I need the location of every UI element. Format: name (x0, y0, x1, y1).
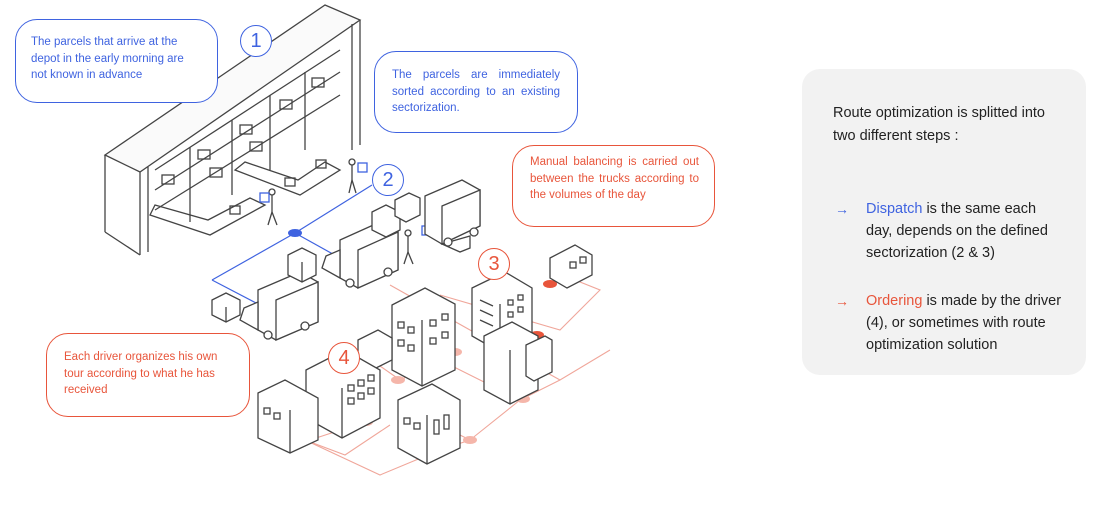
summary-panel: Route optimization is splitted into two … (802, 69, 1086, 375)
bullet-body: is the same each day, depends on the def… (866, 201, 1048, 261)
right-arrow-icon: → (835, 293, 849, 309)
step-3-badge: 3 (478, 248, 510, 280)
step-2-badge: 2 (372, 164, 404, 196)
bullet-ordering: → Ordering is made by the driver (4), or… (833, 290, 1062, 356)
right-arrow-icon: → (835, 201, 849, 217)
keyword-dispatch: Dispatch (866, 201, 923, 217)
depot-warehouse-icon (103, 4, 362, 256)
callout-parcel-sorting: The parcels are immediately sorted accor… (374, 51, 578, 133)
hub-dot (288, 229, 302, 237)
callout-driver-tour: Each driver organizes his own tour accor… (46, 333, 250, 417)
panel-title: Route optimization is splitted into two … (833, 105, 1045, 144)
callout-parcel-arrival: The parcels that arrive at the depot in … (15, 19, 218, 103)
callout-manual-balancing: Manual balancing is carried out between … (512, 145, 715, 227)
building-icon (257, 244, 593, 465)
keyword-ordering: Ordering (866, 293, 923, 309)
bullet-text: Ordering is made by the driver (4), or s… (866, 290, 1062, 356)
parcel-stack-icon (211, 192, 421, 323)
truck-icon (239, 179, 481, 341)
bullet-dispatch: → Dispatch is the same each day, depends… (833, 198, 1062, 264)
step-4-badge: 4 (328, 342, 360, 374)
bullet-text: Dispatch is the same each day, depends o… (866, 198, 1062, 264)
bullet-body: is made by the driver (4), or sometimes … (866, 293, 1062, 353)
step-1-badge: 1 (240, 25, 272, 57)
